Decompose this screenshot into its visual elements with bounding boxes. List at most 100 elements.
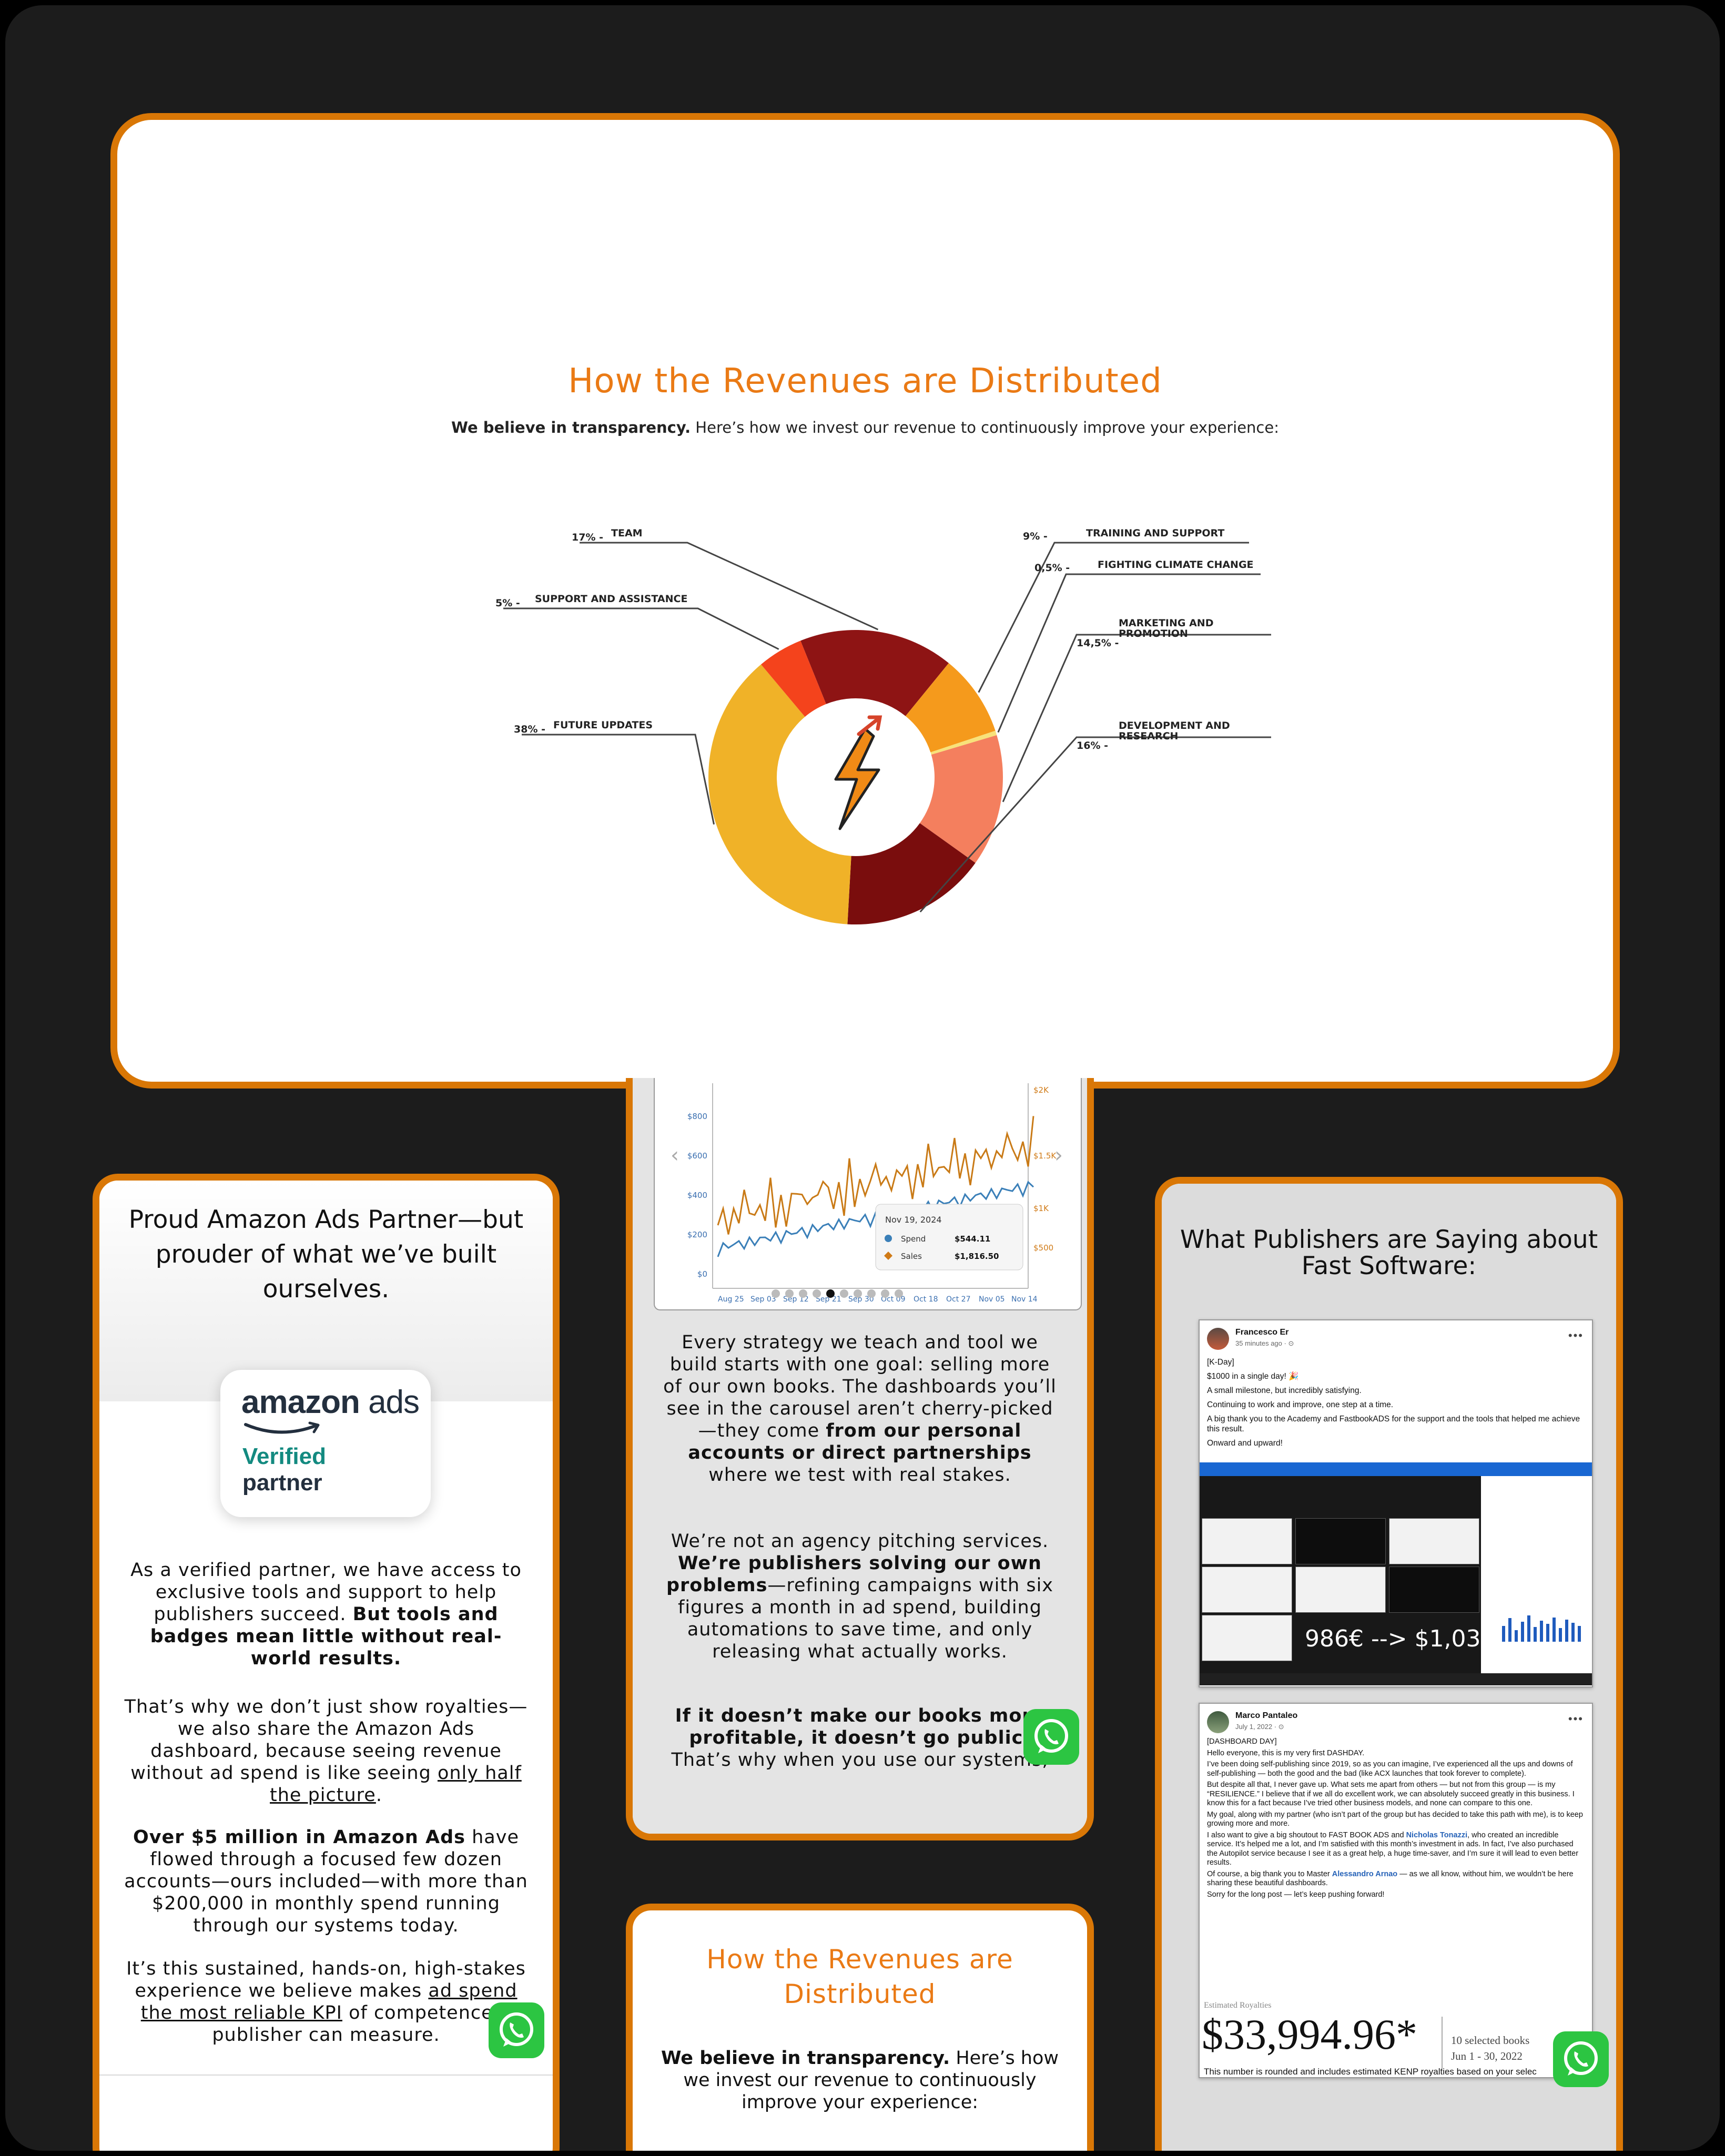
leader-line (503, 607, 779, 650)
category-label: FIGHTING CLIMATE CHANGE (1098, 559, 1254, 571)
post-time: July 1, 2022 · ⊙ (1235, 1723, 1284, 1731)
card-gradient (99, 1181, 553, 1401)
testimonial-post-marco[interactable]: Marco Pantaleo July 1, 2022 · ⊙ ••• [DAS… (1199, 1703, 1593, 2078)
y-right-tick-label: $1K (1033, 1204, 1049, 1213)
slice-training-and-support (905, 663, 996, 752)
carousel-dot[interactable] (772, 1289, 780, 1298)
whatsapp-icon (1564, 2041, 1598, 2076)
carousel-dot[interactable] (813, 1289, 821, 1298)
x-tick-label: Nov 14 (1011, 1295, 1038, 1304)
category-label: TRAINING AND SUPPORT (1086, 527, 1224, 539)
whatsapp-icon (500, 2012, 533, 2047)
y-tick-label: $0 (697, 1269, 707, 1279)
tooltip-spend-label: Spend (901, 1234, 926, 1244)
whatsapp-button[interactable] (489, 2002, 544, 2058)
revenue-title-mobile: How the Revenues are Distributed (706, 1944, 1013, 2009)
leader-line (978, 542, 1249, 693)
percent-label: 17% - (572, 532, 603, 543)
percent-label: 14,5% - (1077, 637, 1119, 649)
divider (1442, 2017, 1443, 2069)
testimonial-post-francesco[interactable]: Francesco Er 35 minutes ago · ⊙ ••• [K-D… (1199, 1319, 1593, 1687)
whatsapp-button[interactable] (1553, 2031, 1609, 2087)
half-picture-link[interactable]: only half the picture (270, 1763, 522, 1806)
carousel-dot[interactable] (854, 1289, 862, 1298)
post-body: [DASHBOARD DAY] Hello everyone, this is … (1207, 1737, 1583, 1899)
thumbnail (1295, 1518, 1386, 1564)
mention-link[interactable]: Alessandro Arnao (1332, 1869, 1398, 1878)
revenue-distribution-card: How the Revenues are Distributed We beli… (110, 113, 1620, 1089)
y-right-tick-label: $1.5K (1033, 1151, 1057, 1161)
carousel-dot[interactable] (867, 1289, 876, 1298)
revenue-mobile-card: How the Revenues are Distributed We beli… (626, 1904, 1094, 2151)
mention-link[interactable]: Nicholas Tonazzi (1406, 1830, 1468, 1839)
slice-support-and-assistance (761, 640, 826, 717)
strategy-paragraph-1: Every strategy we teach and tool we buil… (663, 1332, 1057, 1486)
carousel-dot[interactable] (785, 1289, 794, 1298)
x-tick-label: Oct 27 (946, 1295, 970, 1304)
slice-fighting-climate-change (930, 730, 997, 755)
tooltip-sales-value: $1,816.50 (955, 1252, 999, 1261)
royalties-note: This number is rounded and includes esti… (1204, 2067, 1537, 2077)
carousel-dot[interactable] (826, 1289, 835, 1298)
spend-marker (885, 1235, 892, 1242)
leader-line (522, 734, 715, 825)
slice-future-updates (708, 664, 851, 924)
amazon-ads-logo: amazon ads (241, 1384, 420, 1420)
amazon-partner-card: Proud Amazon Ads Partner—but prouder of … (93, 1174, 560, 2151)
royalties-books: 10 selected books (1451, 2034, 1530, 2047)
y-tick-label: $600 (687, 1151, 707, 1161)
more-options-icon[interactable]: ••• (1568, 1712, 1584, 1725)
y-tick-label: $800 (687, 1112, 707, 1121)
x-tick-label: Sep 30 (848, 1295, 874, 1304)
carousel-dot[interactable] (895, 1289, 903, 1298)
divider (99, 2074, 553, 2076)
amazon-ads-verified-badge: amazon ads Verified partner (220, 1370, 431, 1517)
slice-team (800, 630, 949, 716)
royalties-window (1481, 1476, 1592, 1673)
lightning-logo-icon (834, 715, 882, 830)
app-window (1200, 1476, 1481, 1673)
tooltip-sales-label: Sales (901, 1252, 922, 1261)
carousel-next-icon[interactable]: › (1054, 1143, 1063, 1167)
carousel-dot[interactable] (840, 1289, 848, 1298)
page-background: How the Revenues are Distributed We beli… (5, 5, 1720, 2151)
x-tick-label: Nov 05 (979, 1295, 1005, 1304)
percent-label: 9% - (1023, 531, 1048, 542)
leader-line (919, 736, 1271, 913)
partner-paragraph-1: As a verified partner, we have access to… (130, 1560, 522, 1669)
y-right-tick-label: $500 (1033, 1243, 1053, 1253)
whatsapp-button[interactable] (1023, 1709, 1079, 1765)
carousel-dot[interactable] (881, 1289, 889, 1298)
sales-line (717, 1116, 1034, 1235)
thumbnail (1202, 1518, 1292, 1564)
carousel-dot[interactable] (799, 1289, 807, 1298)
reliable-kpi-link[interactable]: ad spend the most reliable KPI (140, 1980, 518, 2023)
revenue-subtitle: We believe in transparency. Here’s how w… (117, 419, 1613, 436)
category-label: FUTURE UPDATES (553, 719, 653, 731)
category-label: TEAM (611, 527, 643, 539)
partner-paragraph-2: That’s why we don’t just show royalties—… (124, 1696, 528, 1806)
post-body: [K-Day] $1000 in a single day! 🎉 A small… (1207, 1358, 1580, 1448)
whatsapp-icon (1034, 1719, 1068, 1753)
thumbnail (1389, 1567, 1479, 1613)
strategy-paragraph-3: If it doesn’t make our books more profit… (671, 1705, 1049, 1771)
window-titlebar (1200, 1462, 1592, 1476)
leader-line (1002, 634, 1271, 802)
x-tick-label: Sep 21 (816, 1295, 841, 1304)
y-right-tick-label: $2K (1033, 1085, 1049, 1095)
thumbnail (1202, 1567, 1292, 1613)
leader-line (997, 573, 1261, 733)
avatar (1207, 1328, 1229, 1350)
partner-heading: Proud Amazon Ads Partner—but prouder of … (128, 1205, 524, 1304)
leader-line (580, 542, 879, 630)
more-options-icon[interactable]: ••• (1568, 1329, 1584, 1342)
post-author: Francesco Er (1235, 1328, 1289, 1337)
carousel-prev-icon[interactable]: ‹ (671, 1143, 679, 1167)
thumbnail (1295, 1567, 1386, 1613)
